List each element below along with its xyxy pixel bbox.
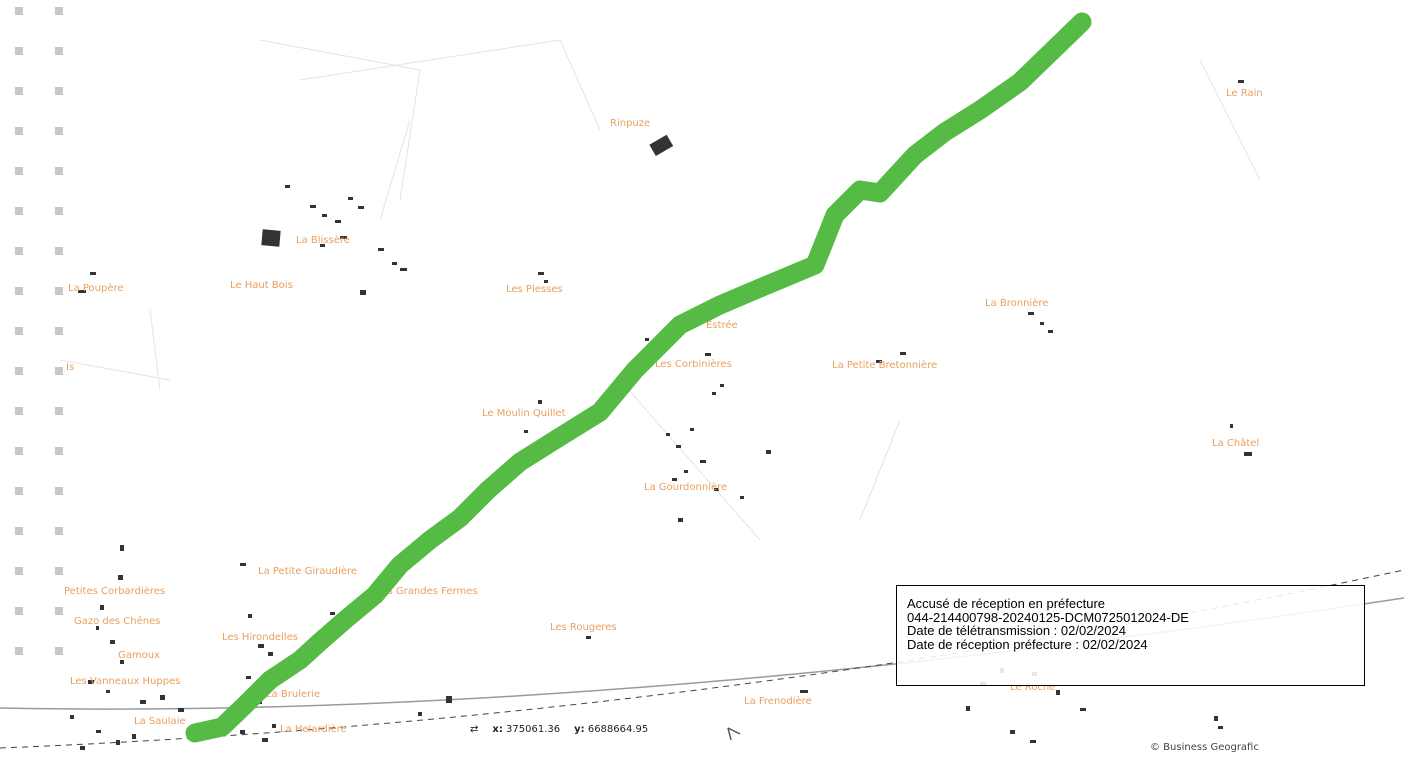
stamp-line: Accusé de réception en préfecture [907, 596, 1106, 611]
place-label: La Bronnière [985, 297, 1048, 309]
place-label: Is [66, 362, 74, 373]
place-label: Gazo des Chênes [74, 615, 160, 627]
place-label: La Blissère [296, 234, 350, 246]
place-label: La Saulaie [134, 716, 186, 727]
place-label: Le Roche [1010, 682, 1055, 693]
y-label: y: [574, 724, 585, 735]
place-label: La Petite Giraudière [258, 565, 357, 577]
place-label: La Gourdonnière [644, 481, 727, 493]
place-label: Les Rougeres [550, 622, 617, 633]
stamp-line: Date de réception préfecture : 02/02/202… [907, 636, 1148, 652]
x-value: 375061.36 [506, 724, 561, 735]
place-label: La Brulerie [266, 689, 320, 700]
buildings [70, 80, 1252, 750]
swap-arrows-icon[interactable]: ⇄ [470, 724, 479, 735]
place-label: La Frenodière [744, 695, 812, 707]
place-label: Les Vanneaux Huppes [70, 676, 180, 687]
place-label: Estrée [706, 319, 738, 331]
place-label: La Châtel [1212, 437, 1259, 449]
route-line [185, 12, 1092, 743]
place-label: Les Grandes Fermes [376, 586, 478, 597]
direction-arrow-icon [727, 727, 741, 741]
place-label: La Poupère [68, 282, 124, 294]
place-label: La Petite Bretonnière [832, 359, 937, 371]
place-label: Le Haut Bois [230, 280, 293, 291]
place-label: La Helardière [280, 723, 347, 735]
place-label: Les Hirondelles [222, 632, 298, 643]
coordinate-readout: ⇄ x: 375061.36 y: 6688664.95 [470, 724, 648, 735]
zoom-scale-control[interactable] [15, 7, 75, 667]
place-labels: Le Rain Rinpuze La Blissère Le Haut Bois… [64, 88, 1263, 735]
map-attribution: © Business Geografic [1150, 742, 1259, 753]
parcel-lines [59, 39, 1261, 541]
prefecture-receipt-stamp: Accusé de réception en préfecture 044-21… [896, 585, 1365, 686]
y-value: 6688664.95 [587, 724, 649, 735]
place-label: Le Moulin Quillet [482, 408, 566, 419]
stamp-line: Date de télétransmission : 02/02/2024 [907, 623, 1126, 638]
stamp-line: 044-214400798-20240125-DCM0725012024-DE [907, 609, 1189, 625]
place-label: Petites Corbardières [64, 585, 165, 597]
place-label: Les Plesses [506, 284, 563, 295]
place-label: Les Corbinières [655, 358, 732, 370]
place-label: Rinpuze [610, 118, 650, 129]
x-label: x: [492, 724, 503, 735]
place-label: Le Rain [1226, 88, 1263, 99]
place-label: Gamoux [118, 650, 160, 661]
